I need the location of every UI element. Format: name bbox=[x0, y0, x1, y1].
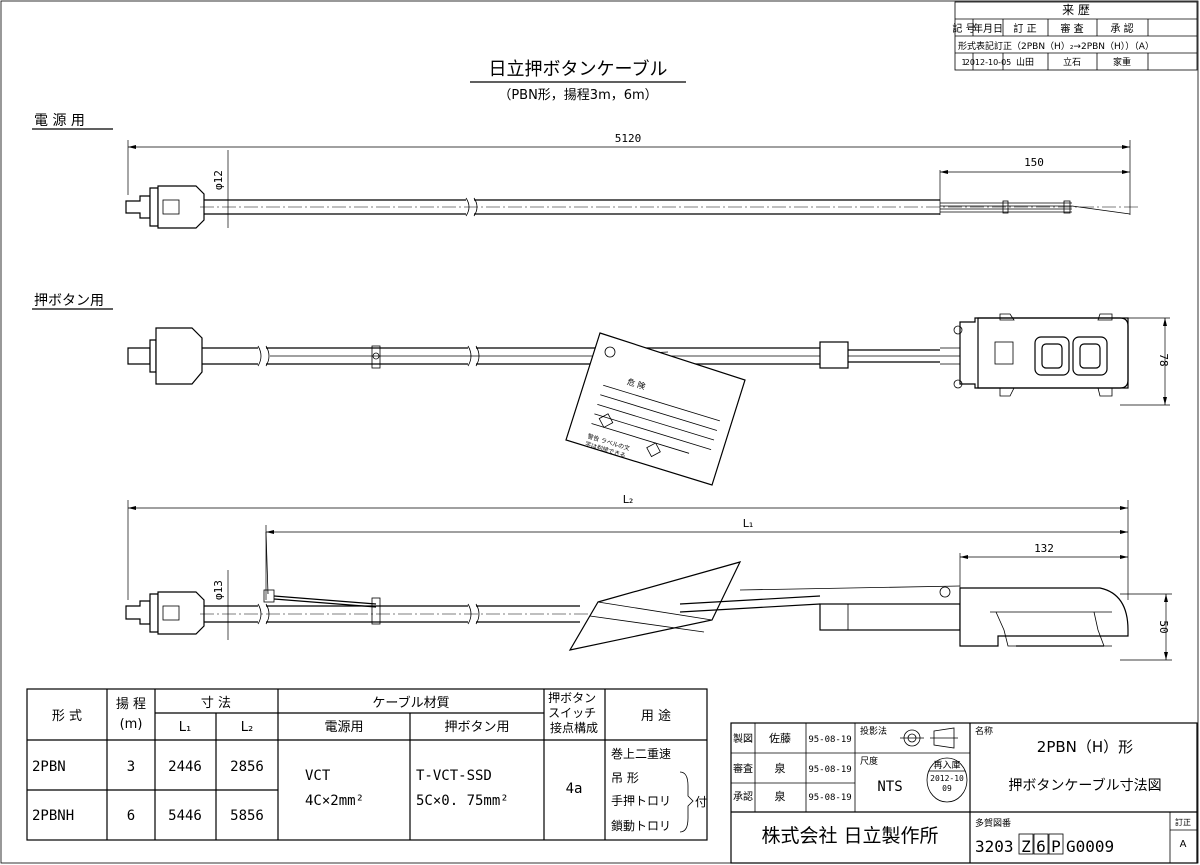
rev-row2-mark: 1 bbox=[961, 58, 966, 67]
usage-suffix: 付 bbox=[695, 795, 707, 809]
usage-item-2: 吊 形 bbox=[611, 771, 639, 785]
tb-name2: 押ボタンケーブル寸法図 bbox=[1008, 777, 1161, 794]
usage-brace bbox=[679, 771, 694, 833]
revision-block: 来 歴 記 号 年月日 訂 正 審 査 承 認 形式表記訂正（2PBN（H）₂→… bbox=[952, 1, 1198, 71]
tb-reentry-date-1: 2012-10 bbox=[930, 774, 964, 783]
tb-seizu: 製図 bbox=[733, 732, 753, 745]
tb-reentry-date-2: 09 bbox=[942, 784, 952, 793]
dim-pb-height: 78 bbox=[1157, 353, 1170, 366]
tb-dwg-a: 3203 bbox=[975, 837, 1014, 856]
tb-scale-label: 尺度 bbox=[860, 755, 878, 767]
pushbutton-cable-side-view: L₂ L₁ 132 φ13 bbox=[125, 493, 1172, 661]
th-l1: L₁ bbox=[179, 720, 191, 735]
dim-pb-dia: φ13 bbox=[212, 580, 225, 600]
row1-l1: 2446 bbox=[168, 759, 202, 775]
dim-l2: L₂ bbox=[623, 493, 634, 506]
reentry-stamp: 再入庫 2012-10 09 bbox=[926, 757, 968, 803]
tb-name1: 2PBN（H）形 bbox=[1037, 738, 1133, 756]
tb-name-label: 名称 bbox=[975, 725, 993, 737]
dim-pb2-height: 50 bbox=[1157, 620, 1170, 633]
tb-projection: 投影法 bbox=[860, 725, 887, 737]
tb-company: 株式会社 日立製作所 bbox=[761, 825, 938, 847]
row1-l2: 2856 bbox=[230, 759, 264, 775]
row2-l1: 5446 bbox=[168, 808, 202, 824]
pushbutton-cable-top-view: 78 bbox=[127, 313, 1170, 406]
tb-revision-label: 訂正 bbox=[1175, 817, 1191, 827]
row2-lift: 6 bbox=[127, 808, 135, 824]
th-lift-unit: (m) bbox=[120, 717, 143, 732]
tb-dwg-e: G0009 bbox=[1066, 837, 1114, 856]
tb-name-3: 泉 bbox=[775, 789, 786, 803]
rev-row2-approve: 家重 bbox=[1113, 56, 1131, 68]
tb-scale: NTS bbox=[877, 779, 902, 795]
usage-item-3: 手押トロリ bbox=[611, 794, 671, 808]
cable-pb-type: T-VCT-SSD bbox=[416, 768, 492, 784]
tb-dwg-b: Z bbox=[1021, 837, 1031, 856]
spec-table: 形 式 揚 程 (m) 寸 法 L₁ L₂ ケーブル材質 電源用 押ボタン用 押… bbox=[26, 688, 708, 841]
drawing-title: 日立押ボタンケーブル bbox=[489, 58, 668, 80]
tb-revision-mark: A bbox=[1180, 839, 1187, 850]
usage-item-4: 鎖動トロリ bbox=[611, 818, 671, 833]
tb-shinsa: 審査 bbox=[733, 762, 753, 775]
dim-l1: L₁ bbox=[743, 517, 754, 530]
rev-row1: 形式表記訂正（2PBN（H）₂→2PBN（H））（A） bbox=[958, 40, 1154, 52]
dim-power-length: 5120 bbox=[615, 132, 642, 145]
switch-value: 4a bbox=[566, 781, 583, 797]
rev-col-date: 年月日 bbox=[973, 22, 1003, 35]
revision-header: 来 歴 bbox=[1062, 3, 1090, 17]
rev-col-review: 審 査 bbox=[1060, 22, 1083, 35]
th-usage: 用 途 bbox=[641, 708, 671, 724]
rev-col-kigo: 記 号 bbox=[952, 22, 975, 35]
drawing-subtitle: （PBN形，揚程3m，6m） bbox=[498, 87, 657, 103]
tb-drawing-no-label: 多賀図番 bbox=[975, 817, 1011, 829]
cable-pb-spec: 5C×0. 75mm² bbox=[416, 793, 509, 809]
th-cable-pb: 押ボタン用 bbox=[444, 720, 509, 735]
rev-row2-review: 立石 bbox=[1063, 56, 1081, 68]
tb-name-2: 泉 bbox=[775, 761, 786, 775]
tb-dwg-d: P bbox=[1051, 837, 1061, 856]
row1-lift: 3 bbox=[127, 759, 135, 775]
title-block: 製図 審査 承認 佐藤 泉 泉 95-08-19 95-08-19 95-08-… bbox=[730, 722, 1198, 864]
dim-power-strip: 150 bbox=[1024, 156, 1044, 169]
row2-l2: 5856 bbox=[230, 808, 264, 824]
tb-name-1: 佐藤 bbox=[769, 731, 791, 745]
power-cable-view: 5120 150 φ12 bbox=[125, 132, 1140, 229]
rev-row2-correction: 山田 bbox=[1016, 57, 1034, 68]
th-lift: 揚 程 bbox=[116, 696, 146, 712]
tb-shonin: 承認 bbox=[733, 790, 753, 803]
th-switch-2: スイッチ bbox=[548, 706, 596, 720]
th-l2: L₂ bbox=[241, 720, 253, 735]
rev-row2-date: 2012-10-05 bbox=[965, 58, 1012, 67]
cable-power-type: VCT bbox=[305, 768, 331, 784]
th-switch-1: 押ボタン bbox=[548, 691, 596, 705]
row1-model: 2PBN bbox=[32, 759, 66, 775]
tb-date-2: 95-08-19 bbox=[808, 765, 851, 775]
th-switch: 押ボタン スイッチ 接点構成 bbox=[548, 691, 600, 735]
usage-item-1: 巻上二重速 bbox=[611, 747, 671, 761]
row2-model: 2PBNH bbox=[32, 808, 74, 824]
projection-symbol-icon bbox=[900, 727, 958, 749]
rev-col-approve: 承 認 bbox=[1110, 22, 1133, 35]
th-dims: 寸 法 bbox=[201, 696, 231, 711]
tb-reentry: 再入庫 bbox=[933, 759, 960, 771]
tb-date-1: 95-08-19 bbox=[808, 735, 851, 745]
th-model: 形 式 bbox=[52, 709, 82, 724]
tb-date-3: 95-08-19 bbox=[808, 793, 851, 803]
th-switch-3: 接点構成 bbox=[550, 720, 598, 735]
cable-power-spec: 4C×2mm² bbox=[305, 793, 364, 809]
th-cable: ケーブル材質 bbox=[372, 695, 449, 711]
tb-dwg-c: 6 bbox=[1036, 837, 1046, 856]
th-cable-power: 電源用 bbox=[324, 720, 363, 735]
section-label-pushbutton: 押ボタン用 bbox=[34, 293, 104, 309]
dim-power-dia: φ12 bbox=[212, 170, 225, 190]
rev-col-correction: 訂 正 bbox=[1013, 22, 1036, 35]
section-label-power: 電 源 用 bbox=[34, 113, 85, 129]
dim-pb-end: 132 bbox=[1034, 542, 1054, 555]
